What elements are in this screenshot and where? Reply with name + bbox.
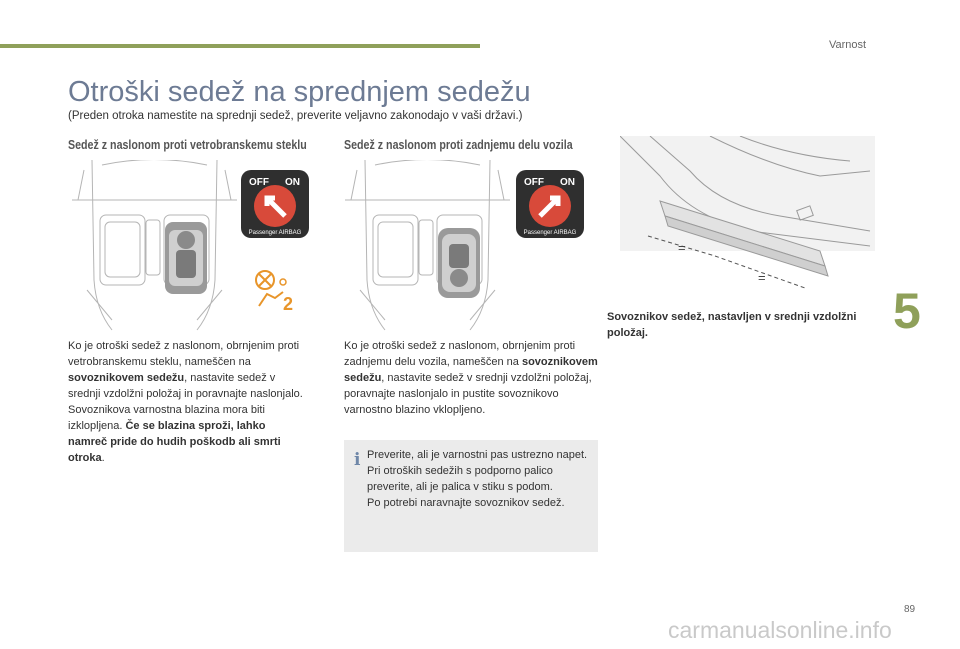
top-accent-bar: [0, 44, 480, 48]
page-subtitle: (Preden otroka namestite na sprednji sed…: [68, 110, 523, 122]
forward-facing-text: Ko je otroški sedež z naslonom, obrnjeni…: [68, 340, 303, 464]
svg-text:ON: ON: [560, 177, 575, 188]
svg-text:=: =: [758, 270, 766, 285]
heading-forward-facing: Sedež z naslonom proti vetrobranskemu st…: [68, 137, 307, 152]
car-top-view-rear-seat: [345, 160, 510, 331]
warning-child-seat-icon: 2: [255, 270, 293, 312]
svg-text:OFF: OFF: [249, 177, 269, 188]
heading-rear-facing: Sedež z naslonom proti zadnjemu delu voz…: [344, 137, 573, 152]
info-box: i Preverite, ali je varnostni pas ustrez…: [344, 440, 598, 552]
section-name: Varnost: [829, 39, 867, 51]
airbag-switch-on-icon: OFF ON Passenger AIRBAG: [516, 170, 584, 238]
rear-facing-text: Ko je otroški sedež z naslonom, obrnjeni…: [344, 340, 598, 416]
svg-text:2: 2: [283, 294, 293, 312]
seat-position-caption: Sovoznikov sedež, nastavljen v srednji v…: [607, 311, 857, 339]
svg-text:=: =: [678, 240, 686, 255]
seat-rail-illustration: = =: [620, 136, 875, 289]
watermark: carmanualsonline.info: [668, 617, 892, 643]
page-title: Otroški sedež na sprednjem sedežu: [68, 76, 531, 108]
svg-text:OFF: OFF: [524, 177, 544, 188]
chapter-number: 5: [893, 283, 921, 339]
svg-text:Passenger AIRBAG: Passenger AIRBAG: [524, 230, 577, 236]
page-number: 89: [904, 604, 916, 615]
svg-text:Passenger AIRBAG: Passenger AIRBAG: [249, 230, 302, 236]
info-text: Preverite, ali je varnostni pas ustrezno…: [367, 449, 588, 509]
car-top-view-forward-seat: [72, 160, 237, 331]
svg-text:ON: ON: [285, 177, 300, 188]
info-icon: i: [354, 450, 361, 470]
airbag-switch-off-icon: OFF ON Passenger AIRBAG: [241, 170, 309, 238]
